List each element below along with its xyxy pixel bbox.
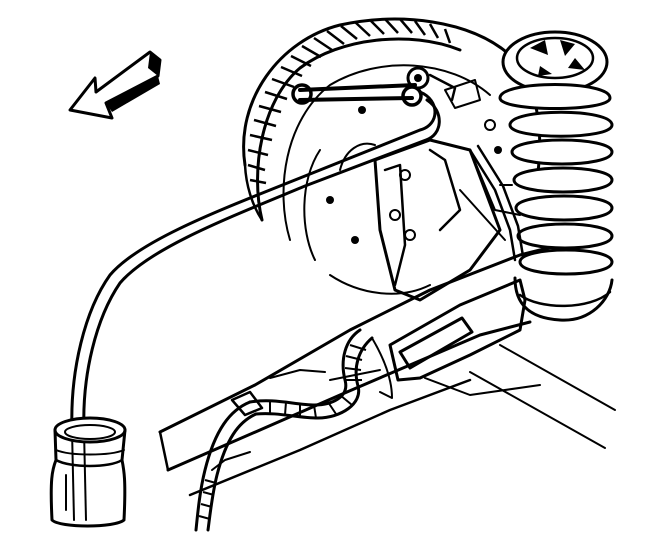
wire-harness	[194, 328, 393, 532]
brake-drum	[242, 17, 542, 295]
fluid-jar	[49, 416, 127, 528]
coil-spring	[498, 30, 614, 322]
backing-plate	[373, 138, 521, 302]
brake-line	[468, 144, 525, 262]
direction-arrow-icon	[68, 50, 162, 120]
bleed-hose	[70, 90, 441, 521]
bleeder-wrench	[291, 83, 423, 107]
axle-housing	[158, 243, 616, 497]
control-arm	[388, 278, 541, 396]
